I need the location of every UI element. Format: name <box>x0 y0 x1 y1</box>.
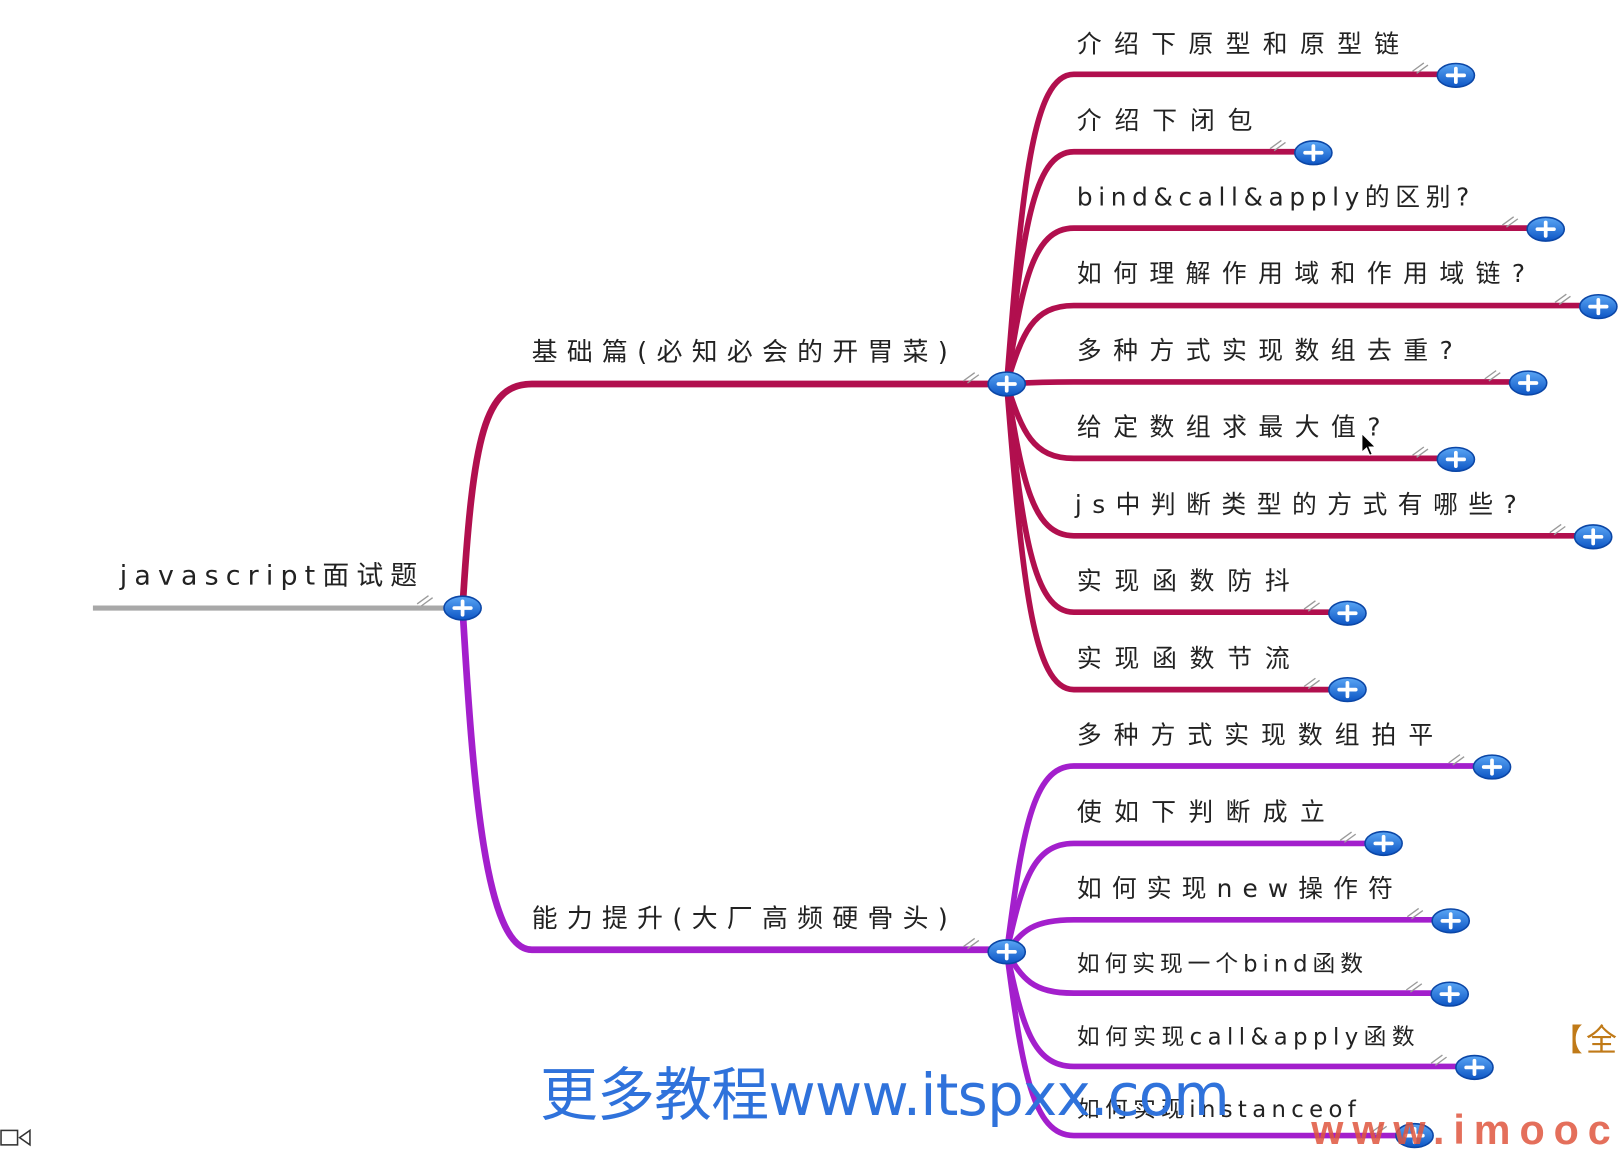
expand-toggle-button[interactable] <box>1430 907 1472 935</box>
site-mark-text: www.imooc <box>1310 1107 1610 1149</box>
root-topic[interactable]: javascript面试题 <box>92 560 444 611</box>
branch-topic-label[interactable]: 基础篇(必知必会的开胃菜) <box>532 337 948 367</box>
expand-toggle-button[interactable] <box>1327 675 1368 704</box>
branch-topic-label[interactable]: 能力提升(大厂高频硬骨头) <box>532 904 948 934</box>
expand-toggle-button[interactable] <box>1507 369 1549 397</box>
watermark-text: 更多教程www.itspxx.com <box>540 1061 1230 1129</box>
expand-toggle-button[interactable] <box>1525 215 1567 243</box>
topic-label[interactable]: bind&call&apply的区别? <box>1077 182 1469 211</box>
connector-line <box>1003 379 1515 387</box>
expand-toggle-button[interactable] <box>986 938 1028 966</box>
topic-node[interactable]: bind&call&apply的区别? <box>1003 182 1533 387</box>
connector-line <box>1003 225 1533 387</box>
topic-node[interactable]: 如何实现new操作符 <box>1003 874 1438 955</box>
expand-toggle-button[interactable] <box>1363 829 1405 858</box>
topic-node[interactable]: 如何理解作用域和作用域链? <box>1003 259 1585 387</box>
branch-basic: 基础篇(必知必会的开胃菜) 介绍下原型和原型链 介绍下闭包 bind&call&… <box>459 30 1585 693</box>
topic-label[interactable]: 如何理解作用域和作用域链? <box>1077 259 1525 288</box>
video-overlays: 【全 更多教程www.itspxx.com www.imooc <box>540 1023 1617 1149</box>
topic-label[interactable]: 多种方式实现数组拍平 <box>1077 720 1433 749</box>
connector-line <box>1003 763 1479 955</box>
topic-label[interactable]: 实现函数节流 <box>1077 644 1290 673</box>
expand-toggle-button[interactable] <box>1454 1053 1495 1082</box>
mouse-cursor-icon <box>1361 432 1377 456</box>
expand-toggle-button[interactable] <box>1429 980 1471 1008</box>
topic-node[interactable]: 如何实现一个bind函数 <box>1003 948 1436 996</box>
connector-line <box>1003 840 1370 955</box>
branch-connector <box>459 380 995 612</box>
connector-line <box>1003 948 1401 1139</box>
expand-toggle-button[interactable] <box>442 594 484 622</box>
connector-line <box>1003 148 1300 387</box>
expand-toggle-button[interactable] <box>1435 445 1477 474</box>
topic-label[interactable]: 如何实现一个bind函数 <box>1077 951 1363 977</box>
topic-label[interactable]: 给定数组求最大值? <box>1077 413 1381 442</box>
topic-label[interactable]: 多种方式实现数组去重? <box>1077 336 1453 365</box>
corner-title-text: 【全 <box>1552 1023 1617 1059</box>
grip-mark-icon <box>416 594 434 607</box>
topic-label[interactable]: 如何实现call&apply函数 <box>1077 1025 1415 1051</box>
connector-line <box>1003 381 1334 693</box>
root-topic-label[interactable]: javascript面试题 <box>119 560 417 591</box>
video-camera-icon[interactable] <box>0 1128 31 1147</box>
topic-label[interactable]: 介绍下闭包 <box>1077 106 1253 135</box>
topic-label[interactable]: 如何实现new操作符 <box>1077 874 1393 903</box>
expand-toggle-button[interactable] <box>986 370 1028 398</box>
topic-label[interactable]: js中判断类型的方式有哪些? <box>1074 490 1517 519</box>
expand-toggle-button[interactable] <box>1471 753 1513 781</box>
topic-node[interactable]: 使如下判断成立 <box>1003 798 1370 955</box>
topic-label[interactable]: 介绍下原型和原型链 <box>1077 30 1399 59</box>
branch-connector <box>459 604 995 954</box>
topic-label[interactable]: 实现函数防抖 <box>1077 566 1290 595</box>
expand-toggle-button[interactable] <box>1327 599 1368 627</box>
connector-line <box>1003 916 1438 955</box>
expand-toggle-button[interactable] <box>1577 292 1619 321</box>
expand-toggle-button[interactable] <box>1435 61 1477 90</box>
topic-node[interactable]: 多种方式实现数组去重? <box>1003 336 1515 387</box>
topic-label[interactable]: 使如下判断成立 <box>1077 798 1325 827</box>
expand-toggle-button[interactable] <box>1572 523 1614 551</box>
connector-line <box>1003 302 1585 387</box>
expand-toggle-button[interactable] <box>1292 139 1334 167</box>
